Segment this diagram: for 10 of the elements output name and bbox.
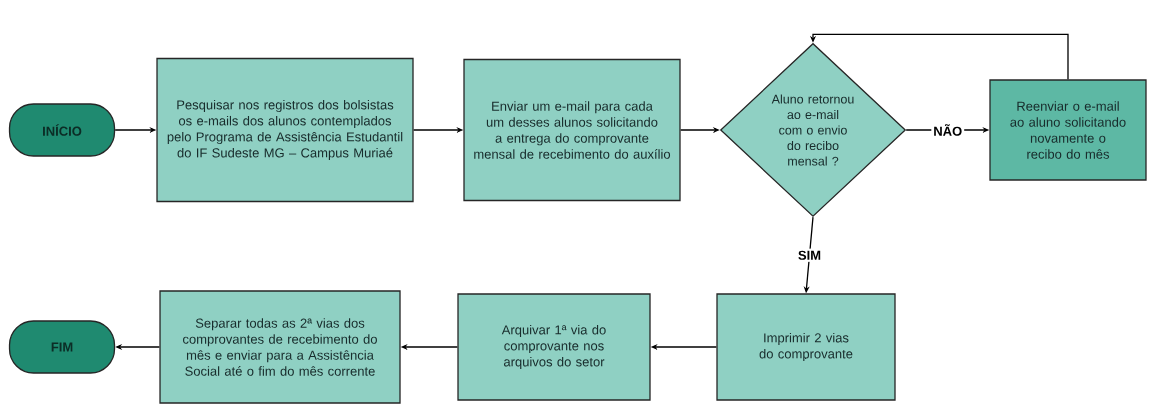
start-terminal: INÍCIO xyxy=(8,103,116,157)
process-box: Reenviar o e-mail ao aluno solicitando novamente o recibo do mês xyxy=(989,79,1147,181)
process-box: Pesquisar nos registros dos bolsistas os e-mails dos alunos contemplados pelo Programa de Assistência Estudantil do IF Sudeste MG – Campus Muriaé xyxy=(156,57,414,203)
end-terminal: FIM xyxy=(8,320,116,374)
edge-label: NÃO xyxy=(931,122,965,138)
edge-label: SIM xyxy=(795,248,824,262)
process-box: Imprimir 2 vias do comprovante xyxy=(716,293,896,401)
process-box: Separar todas as 2ª vias dos comprovantes de recebimento do mês e enviar para a Assistência Social até o fim do mês corrente xyxy=(159,290,401,404)
process-box: Arquivar 1ª via do comprovante nos arquivos do setor xyxy=(457,293,651,401)
process-box: Enviar um e-mail para cada um desses alunos solicitando a entrega do comprovante mensal de recebimento do auxílio xyxy=(463,58,681,202)
